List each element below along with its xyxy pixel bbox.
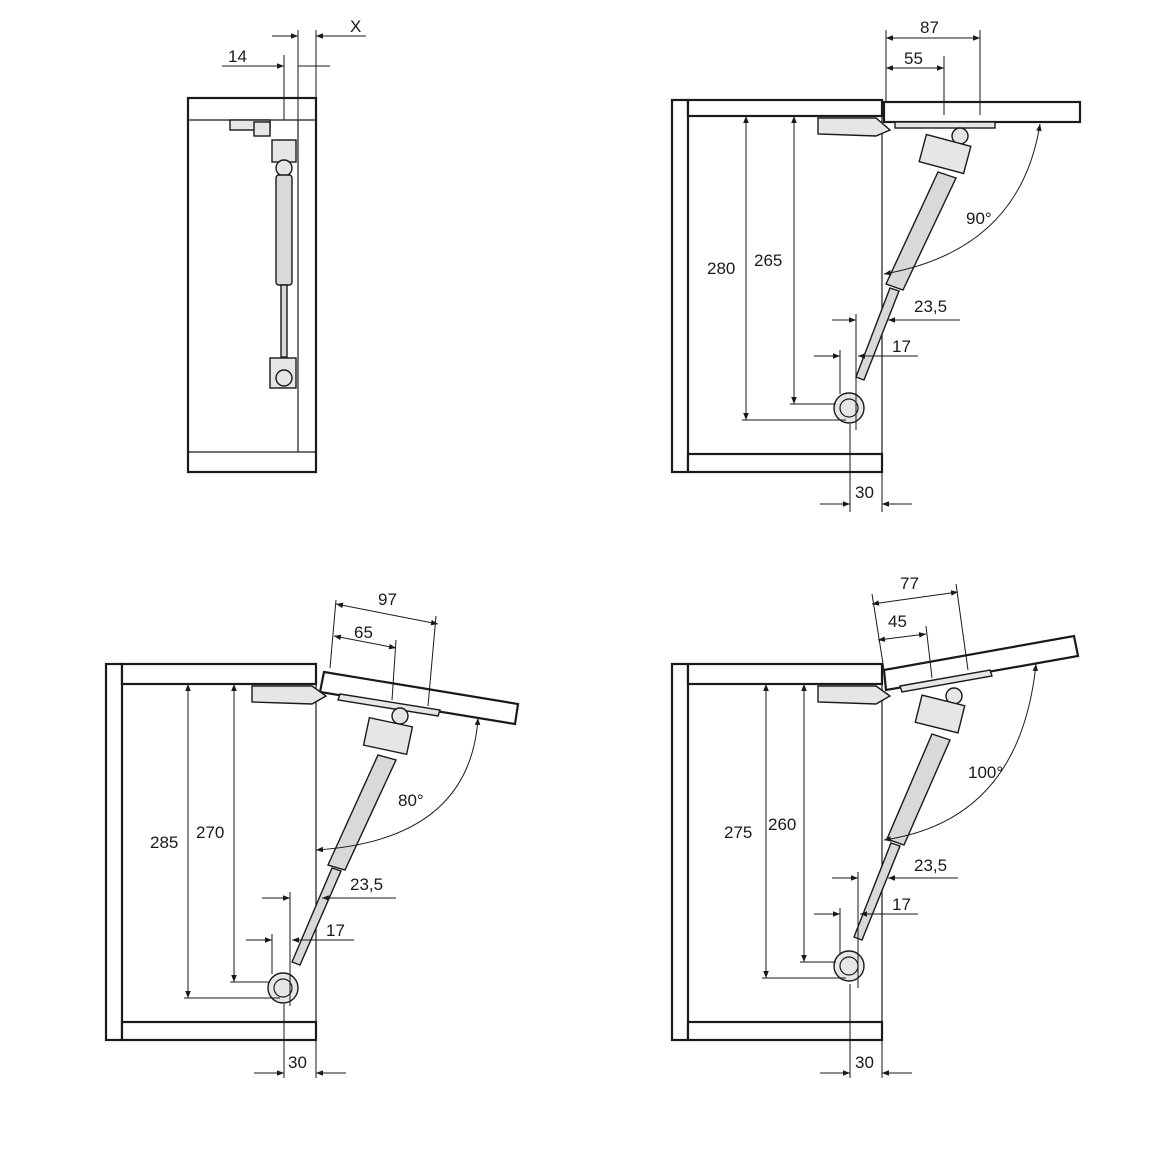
dim-label-23-5: 23,5 [350, 875, 383, 894]
angle-label: 100° [968, 763, 1003, 782]
dim-label-23-5: 23,5 [914, 856, 947, 875]
gas-strut [833, 127, 972, 424]
cabinet-body [186, 96, 318, 474]
dim-label-23-5: 23,5 [914, 297, 947, 316]
angle-label: 90° [966, 209, 992, 228]
dim-label-30: 30 [288, 1053, 307, 1072]
lid-panel [882, 100, 1082, 124]
view-closed: 14 X [186, 17, 366, 474]
angle-arc [883, 663, 1039, 842]
dim-label-30: 30 [855, 1053, 874, 1072]
cabinet-body [670, 662, 884, 1042]
dim-label-260: 260 [768, 815, 796, 834]
gas-strut [833, 687, 966, 982]
dim-label-280: 280 [707, 259, 735, 278]
view-open-100: 77 45 275 260 100° 23,5 17 30 [670, 574, 1080, 1078]
dim-label-17: 17 [892, 337, 911, 356]
dim-label-x: X [350, 17, 361, 36]
dim-label-270: 270 [196, 823, 224, 842]
dim-label-77: 77 [900, 574, 919, 593]
dim-label-275: 275 [724, 823, 752, 842]
view-open-80: 97 65 285 270 80° 23,5 17 30 [104, 590, 520, 1078]
gas-strut [269, 139, 297, 389]
dim-label-55: 55 [904, 49, 923, 68]
lid-panel [318, 670, 520, 726]
dimension-lines [742, 30, 981, 512]
dim-label-17: 17 [326, 921, 345, 940]
dimension-lines [184, 599, 439, 1078]
cabinet-body [670, 98, 884, 474]
angle-arc [315, 717, 481, 853]
angle-arc [883, 123, 1042, 276]
dim-label-285: 285 [150, 833, 178, 852]
angle-label: 80° [398, 791, 424, 810]
hinge-mechanism [251, 685, 441, 717]
lid-panel [882, 634, 1080, 692]
dim-label-97: 97 [378, 590, 397, 609]
dimension-lines [222, 30, 366, 120]
dim-label-45: 45 [888, 612, 907, 631]
dim-label-17: 17 [892, 895, 911, 914]
dim-label-30: 30 [855, 483, 874, 502]
dim-label-65: 65 [354, 623, 373, 642]
dimension-lines [762, 583, 969, 1078]
hinge-mechanism [229, 119, 271, 137]
dim-label-87: 87 [920, 18, 939, 37]
dim-label-14: 14 [228, 47, 247, 66]
dim-label-265: 265 [754, 251, 782, 270]
view-open-90: 87 55 280 265 90° 23,5 17 30 [670, 18, 1082, 512]
